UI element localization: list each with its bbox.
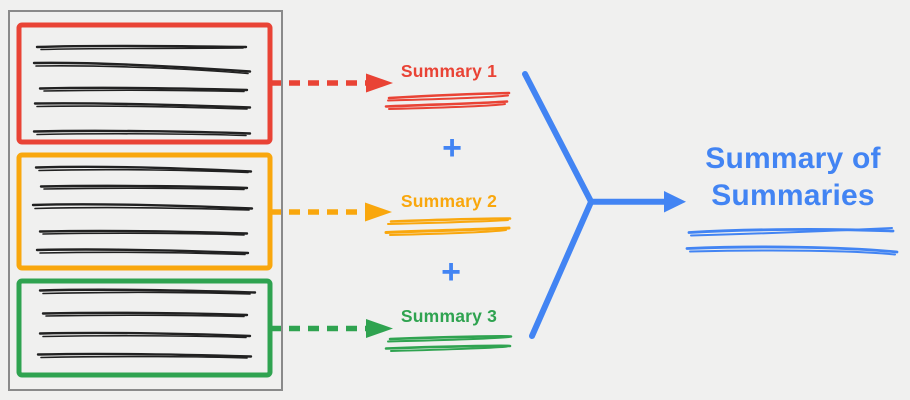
red-arrowhead-icon [366, 73, 393, 93]
summary-2-scribble [384, 217, 512, 236]
output-scribble [685, 227, 899, 256]
plus-sign-top: + [442, 129, 462, 167]
summary-1-scribble [384, 91, 511, 110]
summary-1-label: Summary 1 [400, 61, 498, 81]
plus-sign-bottom: + [441, 253, 461, 291]
red-section-text-scribbles [32, 44, 252, 137]
document-stack-border [8, 10, 283, 391]
orange-arrowhead-icon [365, 202, 392, 222]
green-section-text-scribbles [36, 288, 257, 359]
red-dashed-arrow [270, 73, 393, 93]
summary-3-label: Summary 3 [400, 306, 498, 326]
output-title-line-2: Summaries [711, 179, 875, 212]
output-title-line-1: Summary of [705, 142, 881, 175]
green-dashed-arrow [270, 319, 393, 338]
green-arrowhead-icon [366, 319, 393, 338]
orange-dashed-arrow [270, 202, 392, 222]
summary-3-scribble [384, 335, 513, 352]
summary-2-label: Summary 2 [400, 191, 498, 211]
output-title: Summary of Summaries [688, 140, 898, 214]
red-section-box [16, 22, 273, 145]
merge-arrowhead-icon [664, 191, 686, 213]
orange-section-text-scribbles [31, 165, 254, 256]
green-section-box [16, 278, 273, 378]
merge-lines [522, 71, 686, 339]
